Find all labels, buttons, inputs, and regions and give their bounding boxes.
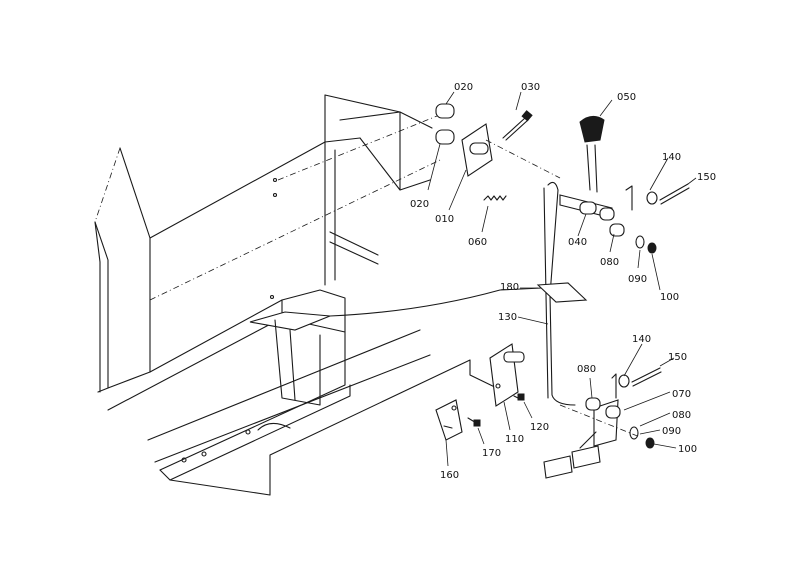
label-140: 140 <box>662 152 681 163</box>
label-080-bottom: 080 <box>672 410 691 421</box>
label-080: 080 <box>600 257 619 268</box>
label-070: 070 <box>672 389 691 400</box>
label-110: 110 <box>505 434 524 445</box>
bolt-030 <box>502 110 533 141</box>
lever-assembly-040 <box>559 116 633 237</box>
part-labels: 020 030 050 140 150 020 010 060 040 080 … <box>410 82 716 481</box>
label-090: 090 <box>628 274 647 285</box>
label-100: 100 <box>660 292 679 303</box>
label-030: 030 <box>521 82 540 93</box>
label-180: 180 <box>500 282 519 293</box>
plate-180 <box>536 282 588 303</box>
label-020-lower: 020 <box>410 199 429 210</box>
label-080-lower: 080 <box>577 364 596 375</box>
label-130: 130 <box>498 312 517 323</box>
lever-070 <box>559 367 662 449</box>
bracket-010 <box>461 123 561 179</box>
leader-lines <box>427 91 697 467</box>
label-120: 120 <box>530 422 549 433</box>
label-140-lower: 140 <box>632 334 651 345</box>
label-170: 170 <box>482 448 501 459</box>
label-050: 050 <box>617 92 636 103</box>
label-100-lower: 100 <box>678 444 697 455</box>
bracket-110 <box>489 343 525 407</box>
label-090-lower: 090 <box>662 426 681 437</box>
label-060: 060 <box>468 237 487 248</box>
floor-frame <box>107 289 506 496</box>
washer-nut-upper <box>635 183 690 254</box>
spring-060 <box>483 195 507 201</box>
label-150: 150 <box>697 172 716 183</box>
lower-linkage <box>543 431 601 479</box>
label-040: 040 <box>568 237 587 248</box>
label-150-lower: 150 <box>668 352 687 363</box>
label-010: 010 <box>435 214 454 225</box>
throttle-cable <box>329 287 543 317</box>
bracket-160 <box>435 399 481 441</box>
label-020: 020 <box>454 82 473 93</box>
label-160: 160 <box>440 470 459 481</box>
bushings-020 <box>435 103 455 145</box>
chassis-outline <box>94 94 453 393</box>
